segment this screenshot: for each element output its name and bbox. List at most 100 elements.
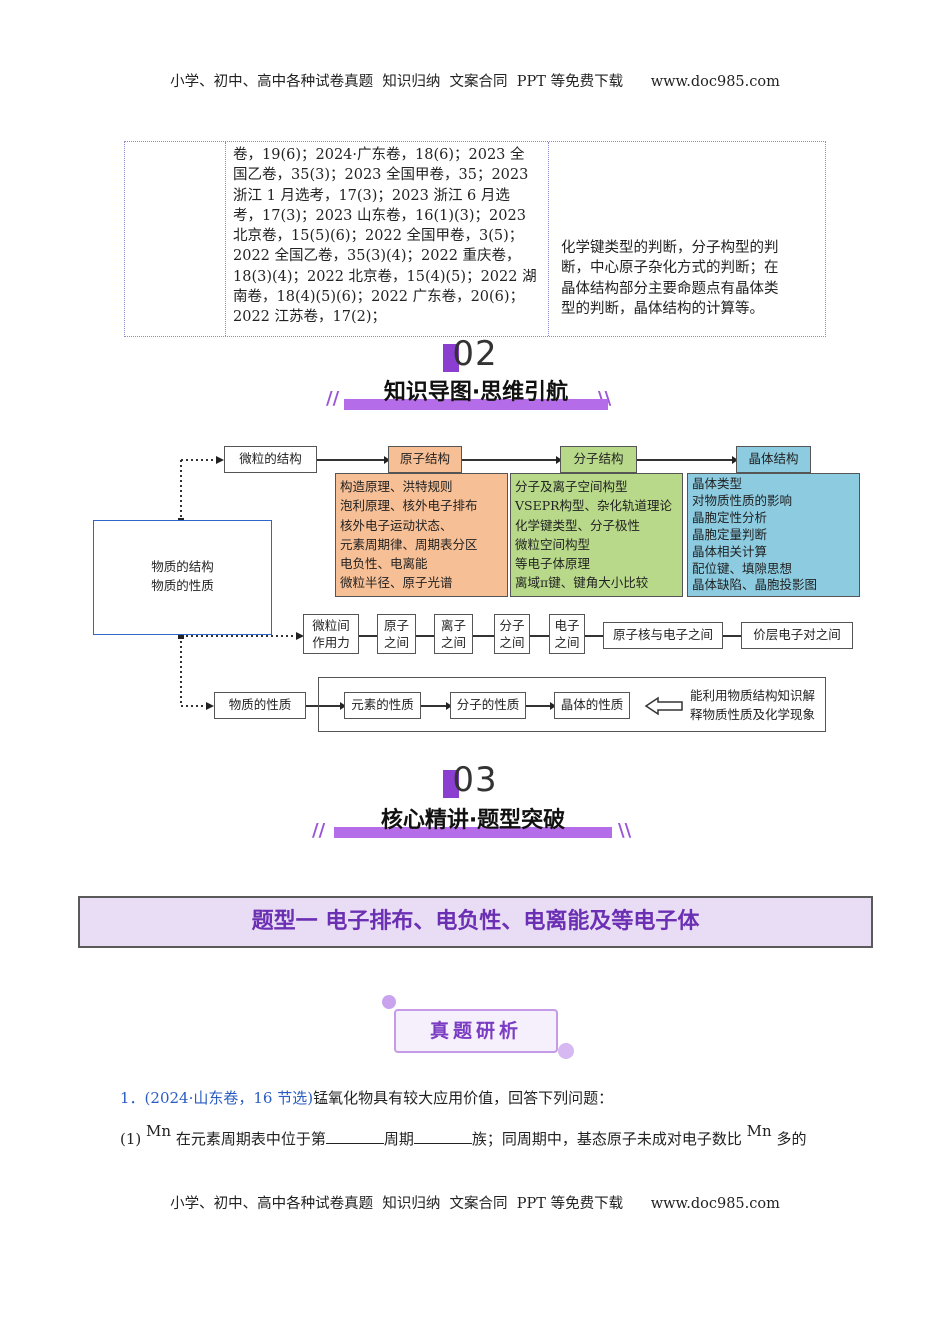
title-underline [344, 399, 608, 410]
molecule-item: 化学键类型、分子极性 [515, 517, 641, 533]
real-exam-badge: 真题研析 [382, 995, 574, 1059]
root-line: 物质的结构 [151, 559, 214, 574]
properties-frame [318, 677, 826, 732]
crystal-item: 晶体类型 [692, 476, 743, 491]
table-line: 卷，19(6)；2024·广东卷，18(6)；2023 全 [233, 147, 525, 163]
molecule-item: 微粒空间构型 [515, 536, 591, 552]
atom-item: 电负性、电离能 [340, 556, 428, 572]
badge-dot [382, 995, 396, 1009]
section-title-text: 核心精讲·题型突破 [380, 808, 566, 833]
node-between-ions: 离子 之间 [434, 614, 473, 654]
question-stem: 1．(2024·山东卷，16 节选)锰氧化物具有较大应用价值，回答下列问题： [120, 1087, 613, 1108]
crystal-item: 晶胞定性分析 [692, 509, 768, 525]
table-line: 国乙卷，35(3)；2023 全国甲卷，35；2023 [233, 167, 529, 184]
atom-item: 构造原理、洪特规则 [340, 479, 453, 494]
node-atom-structure: 原子结构 [388, 446, 462, 473]
crystal-item: 对物质性质的影响 [692, 492, 793, 508]
node-between-electrons: 电子 之间 [549, 614, 585, 654]
forces-item-line: 原子 [383, 618, 409, 633]
table-cell-sources: 卷，19(6)；2024·广东卷，18(6)；2023 全 国乙卷，35(3)；… [225, 142, 549, 336]
forces-item-line: 之间 [440, 635, 466, 650]
section-title: 核心精讲·题型突破 [330, 806, 616, 840]
question-number: 1． [120, 1089, 145, 1107]
page-header: 小学、初中、高中各种试卷真题 知识归纳 文案合同 PPT 等免费下载 www.d… [170, 74, 780, 90]
forces-item-line: 之间 [383, 635, 409, 650]
molecule-item: 等电子体原理 [515, 556, 591, 572]
forces-item-line: 之间 [554, 635, 580, 650]
crystal-item: 晶胞定量判断 [692, 526, 768, 542]
question-part-1: (1) Mn 在元素周期表中位于第周期族；同周期中，基态原子未成对电子数比 Mn… [120, 1122, 807, 1149]
symbol-mn: Mn [146, 1122, 172, 1140]
molecule-item: 离域π键、键角大小比较 [515, 575, 649, 591]
node-valence-pairs: 价层电子对之间 [741, 622, 853, 649]
table-cell-analysis: 化学键类型的判断，分子构型的判 断，中心原子杂化方式的判断；在 晶体结构部分主要… [549, 142, 825, 336]
table-cell-empty [125, 142, 226, 336]
atom-item: 核外电子运动状态、 [340, 517, 453, 533]
table-line: 2022 全国乙卷，35(3)(4)；2022 重庆卷， [233, 248, 521, 265]
part-label: (1) [120, 1130, 142, 1148]
badge-planet-icon [558, 1043, 574, 1059]
deco-slash-right: \\ [618, 820, 632, 841]
exam-table: 卷，19(6)；2024·广东卷，18(6)；2023 全 国乙卷，35(3)；… [124, 141, 826, 337]
node-molecule-structure: 分子结构 [560, 446, 637, 473]
part-text: 周期 [383, 1130, 414, 1148]
node-interparticle-forces: 微粒间 作用力 [303, 614, 359, 654]
properties-note: 能利用物质结构知识解 释物质性质及化学现象 [690, 686, 826, 724]
table-line: 2022 江苏卷，17(2)； [233, 309, 387, 326]
node-crystal-structure: 晶体结构 [736, 446, 811, 473]
forces-item-line: 离子 [440, 618, 466, 633]
crystal-items: 晶体类型 对物质性质的影响 晶胞定性分析 晶胞定量判断 晶体相关计算 配位键、填… [687, 473, 860, 597]
section-number: 02 [452, 334, 498, 374]
forces-item-line: 分子 [499, 618, 525, 633]
note-line: 能利用物质结构知识解 [690, 688, 816, 703]
node-molecule-properties: 分子的性质 [450, 692, 526, 719]
table-line: 浙江 1 月选考，17(3)；2023 浙江 6 月选 [233, 187, 510, 204]
symbol-mn: Mn [746, 1122, 772, 1140]
forces-line: 微粒间 [312, 618, 350, 633]
atom-item: 元素周期律、周期表分区 [340, 536, 478, 552]
atom-item: 微粒半径、原子光谱 [340, 575, 453, 591]
node-between-molecules: 分子 之间 [494, 614, 530, 654]
page-footer: 小学、初中、高中各种试卷真题 知识归纳 文案合同 PPT 等免费下载 www.d… [170, 1196, 780, 1212]
answer-blank [413, 1129, 472, 1144]
crystal-item: 配位键、填隙思想 [692, 560, 793, 576]
node-micro-structure: 微粒的结构 [224, 446, 317, 473]
section-num-accent [443, 770, 459, 798]
molecule-item: 分子及离子空间构型 [515, 479, 628, 494]
table-line: 晶体结构部分主要命题点有晶体类 [561, 280, 779, 297]
note-line: 释物质性质及化学现象 [690, 707, 816, 722]
table-line: 北京卷，15(5)(6)；2022 全国甲卷，3(5)； [233, 228, 524, 245]
table-line: 型的判断，晶体结构的计算等。 [561, 300, 764, 317]
section-number: 03 [452, 760, 498, 800]
node-material-properties: 物质的性质 [214, 692, 306, 719]
forces-item-line: 电子 [554, 618, 580, 633]
title-underline [334, 827, 612, 838]
root-line: 物质的性质 [151, 578, 214, 593]
section-num-accent [443, 344, 459, 372]
node-between-atoms: 原子 之间 [377, 614, 416, 654]
crystal-item: 晶体相关计算 [692, 543, 768, 559]
node-nucleus-electron: 原子核与电子之间 [603, 622, 723, 649]
section-title-text: 知识导图·思维引航 [383, 380, 569, 405]
node-element-properties: 元素的性质 [344, 692, 421, 719]
table-line: 南卷，18(4)(5)(6)；2022 广东卷，20(6)； [233, 289, 525, 306]
part-text: 在元素周期表中位于第 [175, 1130, 326, 1148]
table-line: 断，中心原子杂化方式的判断；在 [561, 260, 779, 277]
forces-item-line: 之间 [499, 635, 525, 650]
forces-line: 作用力 [312, 635, 350, 650]
crystal-item: 晶体缺陷、晶胞投影图 [692, 577, 818, 593]
deco-slash-left: // [312, 820, 326, 841]
answer-blank [325, 1129, 384, 1144]
section-title: 知识导图·思维引航 [340, 378, 612, 412]
question-text: 锰氧化物具有较大应用价值，回答下列问题： [313, 1089, 614, 1107]
part-text: 多的 [776, 1130, 807, 1148]
molecule-item: VSEPR构型、杂化轨道理论 [515, 498, 673, 514]
question-source: (2024·山东卷，16 节选) [144, 1089, 314, 1107]
badge-label: 真题研析 [394, 1009, 558, 1053]
atom-item: 泡利原理、核外电子排布 [340, 498, 478, 514]
mindmap-root: 物质的结构 物质的性质 [93, 520, 272, 635]
question-type-banner: 题型一 电子排布、电负性、电离能及等电子体 [78, 896, 873, 948]
molecule-items: 分子及离子空间构型 VSEPR构型、杂化轨道理论 化学键类型、分子极性 微粒空间… [510, 473, 683, 597]
table-line: 化学键类型的判断，分子构型的判 [561, 240, 779, 256]
atom-items: 构造原理、洪特规则 泡利原理、核外电子排布 核外电子运动状态、 元素周期律、周期… [335, 473, 508, 597]
